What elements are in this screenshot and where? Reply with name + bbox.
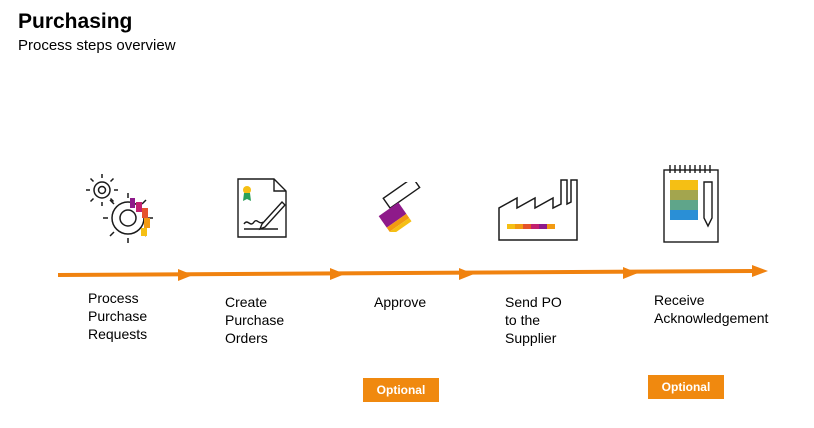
stamp-icon	[378, 182, 421, 232]
step-label-send-po: Send PO to the Supplier	[505, 294, 562, 346]
step-label-receive-acknowledgement: Receive Acknowledgement	[654, 292, 769, 326]
step-label-create-purchase-orders: Create Purchase Orders	[225, 294, 285, 346]
optional-badge-receive: Optional	[648, 375, 724, 399]
arrowhead-3	[459, 268, 474, 280]
arrowhead-2	[330, 268, 345, 280]
arrowhead-1	[178, 269, 193, 281]
gears-icon	[86, 174, 153, 243]
notepad-icon	[663, 165, 719, 243]
page-title: Purchasing	[18, 10, 133, 33]
factory-icon	[498, 179, 578, 241]
page-subtitle: Process steps overview	[18, 37, 176, 54]
signed-document-icon	[237, 178, 287, 238]
step-label-approve: Approve	[374, 294, 427, 310]
arrowhead-4	[623, 267, 638, 279]
optional-badge-approve: Optional	[363, 378, 439, 402]
arrowhead-end	[752, 265, 768, 277]
step-label-process-purchase-requests: Process Purchase Requests	[88, 290, 148, 342]
